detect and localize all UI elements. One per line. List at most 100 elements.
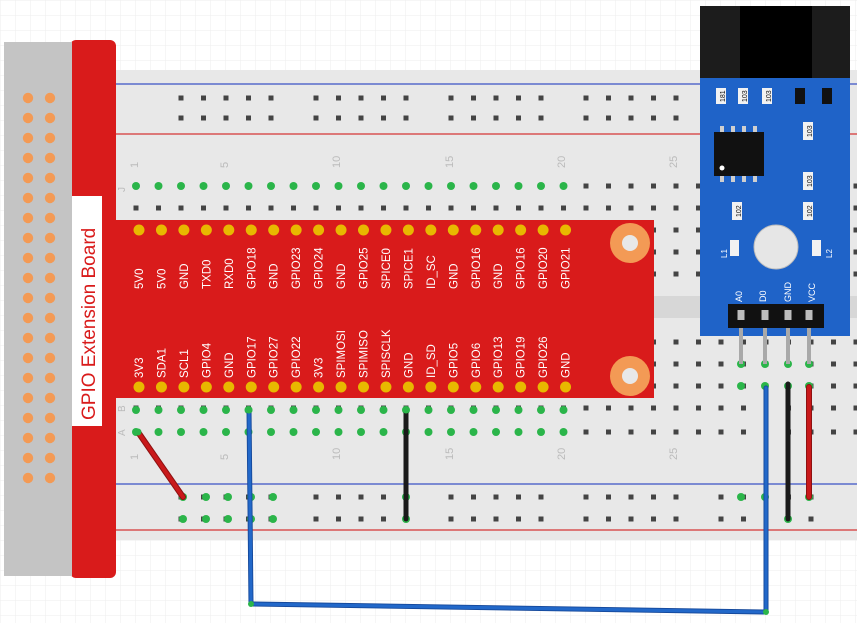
breadboard-hole — [741, 406, 746, 411]
board-pin — [560, 382, 571, 393]
header-pin — [45, 293, 55, 303]
column-number: 20 — [556, 156, 568, 168]
column-number: 5 — [219, 454, 231, 460]
breadboard-hole — [854, 430, 857, 435]
connected-hole — [335, 182, 343, 190]
board-pin — [515, 225, 526, 236]
header-pin — [45, 273, 55, 283]
connected-hole — [737, 493, 745, 501]
header-pin — [23, 153, 33, 163]
board-pin — [178, 382, 189, 393]
breadboard-hole — [381, 206, 386, 211]
breadboard-hole — [606, 495, 611, 500]
breadboard-hole — [651, 406, 656, 411]
board-pin — [178, 225, 189, 236]
breadboard-hole — [651, 116, 656, 121]
top-pin-label: GND — [493, 263, 505, 289]
breadboard-hole — [719, 362, 724, 367]
breadboard-hole — [629, 96, 634, 101]
header-pin — [23, 333, 33, 343]
header-pin — [45, 93, 55, 103]
breadboard-hole — [134, 206, 139, 211]
connected-hole — [492, 182, 500, 190]
breadboard-hole — [246, 116, 251, 121]
connected-hole — [177, 406, 185, 414]
top-pin-label: SPICE1 — [403, 248, 415, 289]
header-pin — [45, 453, 55, 463]
breadboard-hole — [629, 206, 634, 211]
breadboard-hole — [854, 250, 857, 255]
bottom-pin-label: 3V3 — [314, 358, 326, 378]
top-pin-label: GPIO25 — [359, 247, 371, 289]
bottom-pin-label: GPIO27 — [269, 336, 281, 378]
connected-hole — [290, 182, 298, 190]
bottom-pin-label: SPIMOSI — [336, 330, 348, 378]
breadboard-hole — [224, 116, 229, 121]
column-number: 15 — [444, 448, 456, 460]
connected-hole — [245, 182, 253, 190]
top-pin-label: GPIO23 — [291, 247, 303, 289]
breadboard-hole — [584, 406, 589, 411]
breadboard-hole — [449, 116, 454, 121]
breadboard-hole — [674, 250, 679, 255]
breadboard-hole — [674, 517, 679, 522]
led-l1 — [730, 240, 739, 256]
breadboard-hole — [854, 272, 857, 277]
connected-hole — [380, 428, 388, 436]
board-pin — [358, 225, 369, 236]
top-pin-label: SPICE0 — [381, 248, 393, 289]
mounting-hole-bottom-inner — [622, 368, 638, 384]
breadboard-hole — [359, 495, 364, 500]
connected-hole — [515, 182, 523, 190]
column-number: 25 — [668, 448, 680, 460]
connected-hole — [200, 428, 208, 436]
breadboard-hole — [674, 96, 679, 101]
top-pin-label: GND — [269, 263, 281, 289]
breadboard-hole — [651, 517, 656, 522]
breadboard-hole — [201, 96, 206, 101]
breadboard-hole — [156, 206, 161, 211]
breadboard-hole — [831, 430, 836, 435]
breadboard-hole — [539, 116, 544, 121]
board-pin — [134, 382, 145, 393]
breadboard-hole — [584, 517, 589, 522]
top-pin-label: ID_SC — [426, 255, 438, 289]
breadboard-hole — [404, 206, 409, 211]
top-pin-label: 5V0 — [134, 269, 146, 289]
bottom-pin-label: 3V3 — [134, 358, 146, 378]
board-pin — [380, 225, 391, 236]
header-pin — [23, 233, 33, 243]
breadboard-hole — [201, 116, 206, 121]
potentiometer-knob[interactable] — [754, 225, 798, 269]
breadboard-hole — [606, 96, 611, 101]
chip-leg — [720, 126, 724, 132]
wire-bend-1 — [248, 601, 254, 607]
breadboard-hole — [291, 206, 296, 211]
connected-hole — [560, 428, 568, 436]
board-pin — [448, 225, 459, 236]
breadboard-hole — [471, 116, 476, 121]
connected-hole — [155, 182, 163, 190]
header-pin — [45, 233, 55, 243]
board-pin — [425, 382, 436, 393]
breadboard-hole — [674, 406, 679, 411]
board-pin — [313, 382, 324, 393]
breadboard-hole — [831, 340, 836, 345]
column-number: 5 — [219, 162, 231, 168]
breadboard-hole — [516, 116, 521, 121]
board-pin — [336, 382, 347, 393]
connected-hole — [537, 428, 545, 436]
breadboard-hole — [516, 206, 521, 211]
bottom-pin-label: GND — [224, 352, 236, 378]
breadboard-hole — [404, 96, 409, 101]
connected-hole — [492, 428, 500, 436]
bottom-pin-label: SPISCLK — [381, 329, 393, 378]
breadboard-hole — [584, 206, 589, 211]
bottom-pin-label: GPIO13 — [493, 336, 505, 378]
chip-leg — [731, 126, 735, 132]
breadboard-hole — [831, 406, 836, 411]
ribbon-header — [4, 42, 72, 576]
breadboard-hole — [426, 206, 431, 211]
breadboard-hole — [381, 517, 386, 522]
top-pin-label: GPIO16 — [516, 247, 528, 289]
